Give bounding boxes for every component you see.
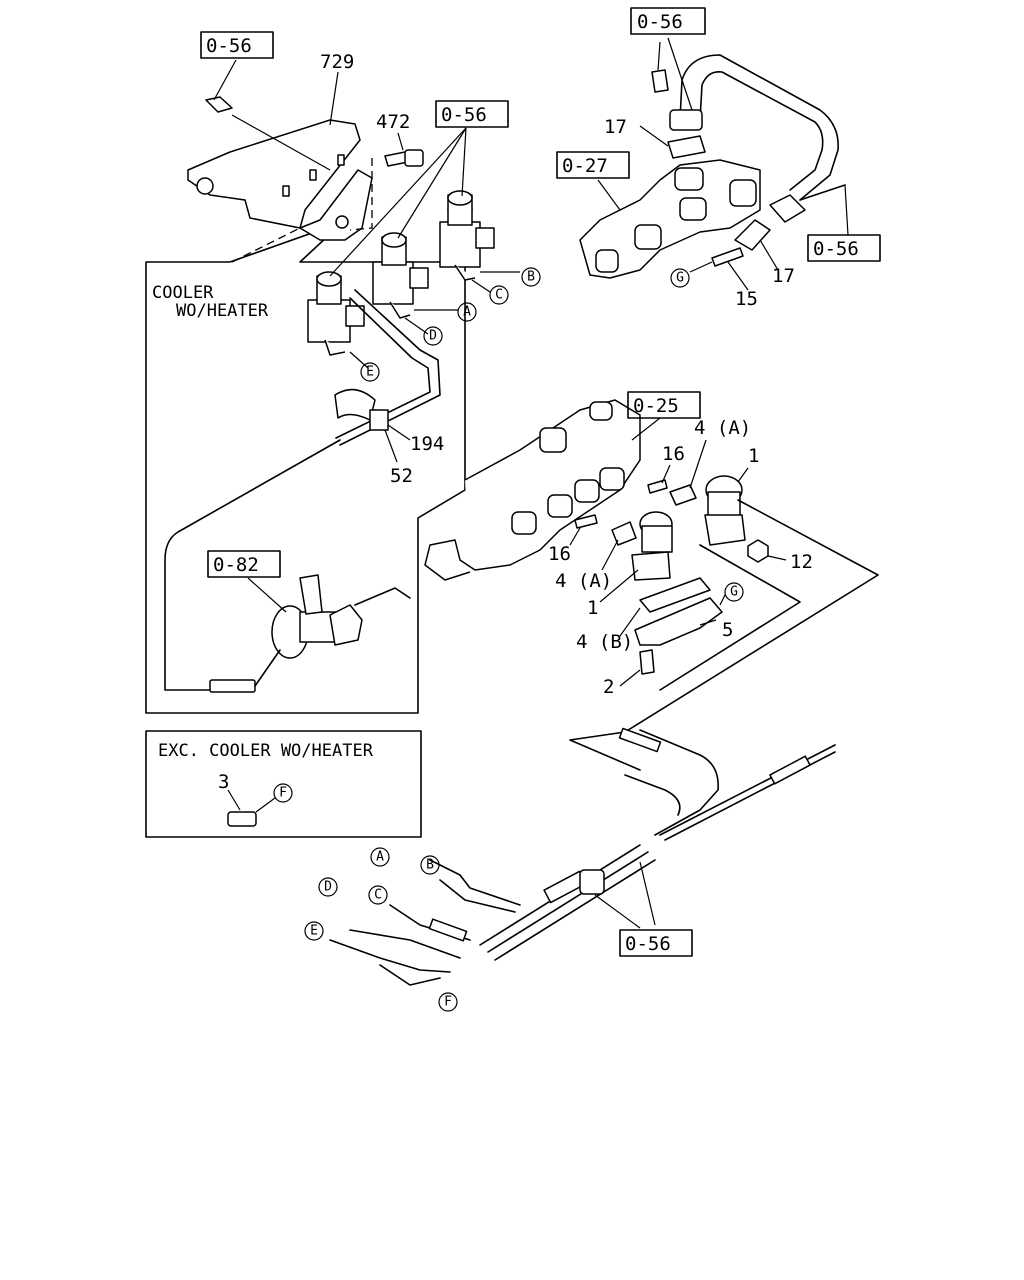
bolt-2 (639, 649, 655, 675)
bolt-ref-056-top-left (205, 96, 233, 113)
gasket-4b (639, 577, 711, 613)
circle-g-upper: G (670, 268, 690, 288)
label-729: 729 (320, 51, 354, 73)
label-1a: 1 (748, 445, 759, 467)
exhaust-pipe-056 (679, 54, 839, 201)
svg-text:C: C (495, 288, 503, 303)
circle-b-upper: B (521, 267, 541, 287)
svg-text:E: E (366, 365, 374, 380)
circle-g-lower: G (724, 582, 744, 602)
part-3 (227, 811, 257, 827)
svg-text:0-27: 0-27 (562, 155, 608, 177)
svg-text:C: C (374, 888, 382, 903)
circle-d-upper: D (423, 326, 443, 346)
circle-f-upper: F (273, 783, 293, 803)
ref-box-2: 0-56 (435, 100, 509, 128)
svg-text:0-82: 0-82 (213, 554, 259, 576)
gasket-17 (734, 219, 771, 251)
label-5: 5 (722, 619, 733, 641)
exhaust-manifold-027 (579, 159, 761, 279)
label-4a-2: 4 (A) (555, 570, 612, 592)
cooler-title-line1: COOLER (152, 283, 214, 303)
bolt-472 (384, 149, 424, 167)
bracket-729 (187, 119, 373, 241)
label-12: 12 (790, 551, 813, 573)
circle-a-upper: A (457, 302, 477, 322)
svg-text:G: G (730, 585, 738, 600)
vacuum-modulator-082 (209, 574, 411, 693)
egr-valve-1-upper (704, 475, 746, 546)
ref-box-1: 0-56 (200, 31, 274, 59)
circle-f-lower: F (438, 992, 458, 1012)
svg-text:B: B (527, 270, 535, 285)
circle-c-lower: C (368, 885, 388, 905)
label-194: 194 (410, 433, 444, 455)
label-16a: 16 (662, 443, 685, 465)
adapter-5 (634, 597, 723, 646)
label-2: 2 (603, 676, 614, 698)
circle-e-upper: E (360, 362, 380, 382)
label-17b: 17 (772, 265, 795, 287)
bolt-056-top-right (651, 69, 669, 93)
egr-valve-1-lower (631, 511, 673, 581)
svg-text:D: D (324, 880, 332, 895)
clamp-52 (334, 388, 389, 431)
svg-text:0-56: 0-56 (206, 35, 252, 57)
stud-15 (711, 247, 744, 267)
exc-cooler-title: EXC. COOLER WO/HEATER (158, 741, 374, 761)
circle-c-upper: C (489, 285, 509, 305)
hose-harness (329, 727, 836, 986)
svg-text:A: A (463, 305, 471, 320)
circle-e-lower: E (304, 921, 324, 941)
circle-b-lower: B (420, 855, 440, 875)
svg-text:E: E (310, 924, 318, 939)
svg-text:0-56: 0-56 (637, 11, 683, 33)
ref-box-7: 0-82 (207, 550, 281, 578)
svg-text:0-56: 0-56 (813, 238, 859, 260)
circle-d-lower: D (318, 877, 338, 897)
solenoid-valve-c-d (372, 232, 429, 319)
ref-box-3: 0-56 (630, 7, 706, 35)
label-52: 52 (390, 465, 413, 487)
nut-12 (747, 539, 769, 563)
label-4a-1: 4 (A) (694, 417, 751, 439)
label-1b: 1 (587, 597, 598, 619)
svg-text:F: F (444, 995, 452, 1010)
solenoid-valve-b (439, 190, 495, 281)
label-472: 472 (376, 111, 410, 133)
cooler-title-line2: WO/HEATER (176, 301, 269, 321)
svg-text:0-25: 0-25 (633, 395, 679, 417)
exc-cooler-inset-frame (145, 730, 422, 838)
svg-text:B: B (426, 858, 434, 873)
exhaust-manifold-025 (424, 399, 641, 581)
svg-text:D: D (429, 329, 437, 344)
svg-text:0-56: 0-56 (441, 104, 487, 126)
ref-box-5: 0-56 (807, 234, 881, 262)
label-4b: 4 (B) (576, 631, 633, 653)
solenoid-valve-e (307, 271, 365, 356)
label-15: 15 (735, 288, 758, 310)
svg-text:A: A (376, 850, 384, 865)
svg-text:0-56: 0-56 (625, 933, 671, 955)
label-17a: 17 (604, 116, 627, 138)
ref-box-8: 0-56 (619, 929, 693, 957)
flange-056 (769, 194, 806, 223)
ref-box-4: 0-27 (556, 151, 630, 179)
svg-text:G: G (676, 271, 684, 286)
cooler-inset-frame (145, 221, 466, 714)
label-3: 3 (218, 771, 229, 793)
circle-a-lower: A (370, 847, 390, 867)
label-16b: 16 (548, 543, 571, 565)
ref-box-6: 0-25 (627, 391, 701, 419)
svg-text:F: F (279, 786, 287, 801)
